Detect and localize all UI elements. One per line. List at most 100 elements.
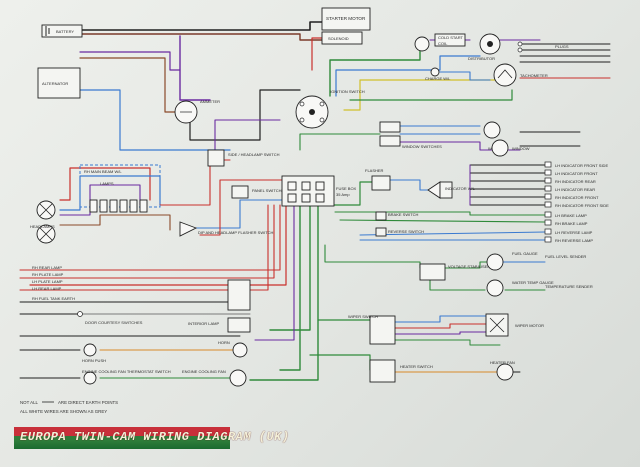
fuse-rating-label: 35 Amp bbox=[336, 192, 350, 197]
brake-switch-label: BRAKE SWITCH bbox=[388, 212, 419, 217]
cooling-fan-label: ENGINE COOLING FAN bbox=[182, 369, 226, 374]
water-temp-gauge: WATER TEMP GAUGE TEMPERATURE SENDER bbox=[486, 279, 593, 297]
horn-push: HORN PUSH bbox=[82, 343, 106, 363]
lamps-label: LAMPS bbox=[100, 181, 114, 186]
fuel-gauge: FUEL GAUGE FUEL LEVEL SENDER bbox=[486, 251, 586, 271]
cold-start-label: COLD START bbox=[438, 35, 464, 40]
voltage-stabiliser: VOLTAGE STABILISER bbox=[419, 263, 490, 281]
ignition-switch-label: IGNITION SWITCH bbox=[330, 89, 365, 94]
fuel-level-sender-label: FUEL LEVEL SENDER bbox=[545, 254, 586, 259]
fuel-tank-earth-label: RH FUEL TANK EARTH bbox=[32, 296, 75, 301]
charge-wl-label: CHARGE W/L bbox=[425, 76, 451, 81]
dip-flasher-label: DIP AND HEADLAMP FLASHER SWITCH bbox=[198, 230, 274, 235]
diagram-title: EUROPA TWIN-CAM WIRING DIAGRAM (UK) bbox=[20, 430, 290, 444]
window-r-label: WINDOW bbox=[512, 146, 530, 151]
fuel-gauge-label: FUEL GAUGE bbox=[512, 251, 538, 256]
solenoid: SOLENOID bbox=[321, 31, 363, 45]
interior-lamp-label: INTERIOR LAMP bbox=[188, 321, 219, 326]
panel-switch: PANEL SWITCH bbox=[231, 185, 282, 199]
tachometer-label: TACHOMETER bbox=[520, 73, 548, 78]
fan-thermostat-switch: ENGINE COOLING FAN THERMOSTAT SWITCH bbox=[82, 369, 171, 385]
right-label-6: LH BRAKE LAMP bbox=[555, 213, 587, 218]
right-lamp-terminals bbox=[544, 161, 552, 243]
horn-label: HORN bbox=[218, 340, 230, 345]
right-label-7: RH BRAKE LAMP bbox=[555, 221, 588, 226]
right-label-4: RH INDICATOR FRONT bbox=[555, 195, 599, 200]
right-label-0: LH INDICATOR FRONT SIDE bbox=[555, 163, 608, 168]
water-temp-label: WATER TEMP GAUGE bbox=[512, 280, 554, 285]
ignition-switch: IGNITION SWITCH bbox=[295, 89, 365, 129]
left-lamp-labels: RH REAR LAMP RH PLATE LAMP LH PLATE LAMP… bbox=[32, 265, 75, 301]
horn-push-label: HORN PUSH bbox=[82, 358, 106, 363]
fuse-box: FUSE BOX 35 Amp bbox=[281, 175, 357, 207]
legend-white-note: ALL WHITE WIRES ARE SHOWN AS GREY bbox=[20, 409, 107, 414]
plugs-label: PLUGS bbox=[555, 44, 569, 49]
reverse-switch-label: REVERSE SWITCH bbox=[388, 229, 424, 234]
cold-start-coil: COLD START COIL bbox=[414, 33, 466, 52]
ammeter-label: AMMETER bbox=[200, 99, 220, 104]
door-courtesy-label: DOOR COURTESY SWITCHES bbox=[85, 320, 143, 325]
right-lamp-labels: LH INDICATOR FRONT SIDE LH INDICATOR FRO… bbox=[544, 161, 609, 243]
wiper-switch-label: WIPER SWITCH bbox=[348, 314, 378, 319]
charge-warning-lamp: CHARGE W/L bbox=[425, 67, 451, 81]
right-label-1: LH INDICATOR FRONT bbox=[555, 171, 598, 176]
side-headlamp-switch: SIDE / HEADLAMP SWITCH bbox=[207, 149, 280, 167]
window-switches: WINDOW SWITCHES bbox=[379, 121, 442, 149]
main-beam-lamp-cluster: RH MAIN BEAM W/L LAMPS bbox=[79, 164, 161, 213]
panel-switch-label: PANEL SWITCH bbox=[252, 188, 282, 193]
distributor-label: DISTRIBUTOR bbox=[468, 56, 495, 61]
starter-motor: STARTER MOTOR bbox=[321, 7, 371, 31]
alternator: ALTERNATOR bbox=[37, 67, 81, 99]
heater-fan-label: HEATER FAN bbox=[490, 360, 515, 365]
interior-lamp: INTERIOR LAMP bbox=[188, 279, 251, 333]
indicator-warning-lamp: INDICATOR W/L bbox=[427, 181, 476, 199]
window-switches-label: WINDOW SWITCHES bbox=[402, 144, 442, 149]
plugs: PLUGS bbox=[517, 41, 569, 53]
legend-earth-a: NOT ALL bbox=[20, 400, 39, 405]
temp-sender-label: TEMPERATURE SENDER bbox=[545, 284, 593, 289]
legend: NOT ALL ARE DIRECT EARTH POINTS ALL WHIT… bbox=[20, 400, 118, 414]
indicator-wl-label: INDICATOR W/L bbox=[445, 186, 476, 191]
main-beam-label: RH MAIN BEAM W/L bbox=[84, 169, 122, 174]
headlamps-label: HEADLAMPS bbox=[30, 224, 55, 229]
alternator-label: ALTERNATOR bbox=[42, 81, 68, 86]
battery: BATTERY bbox=[41, 24, 83, 38]
side-head-switch-label: SIDE / HEADLAMP SWITCH bbox=[228, 152, 280, 157]
right-label-3: LH INDICATOR REAR bbox=[555, 187, 595, 192]
right-label-9: RH REVERSE LAMP bbox=[555, 238, 593, 243]
coil-label: COIL bbox=[438, 41, 448, 46]
legend-earth-b: ARE DIRECT EARTH POINTS bbox=[58, 400, 118, 405]
reverse-switch: REVERSE SWITCH bbox=[375, 227, 424, 237]
solenoid-label: SOLENOID bbox=[328, 36, 349, 41]
left-label-1: RH PLATE LAMP bbox=[32, 272, 64, 277]
wiper-switch: WIPER SWITCH bbox=[348, 314, 396, 345]
left-label-2: LH PLATE LAMP bbox=[32, 279, 63, 284]
tachometer: TACHOMETER bbox=[493, 63, 548, 87]
fuse-lamp-strip bbox=[89, 199, 148, 213]
flasher-label: FLASHER bbox=[365, 168, 384, 173]
horn: HORN bbox=[218, 340, 248, 358]
engine-cooling-fan: ENGINE COOLING FAN bbox=[182, 369, 247, 387]
heater-fan: HEATER FAN bbox=[490, 360, 515, 381]
right-label-2: RH INDICATOR REAR bbox=[555, 179, 596, 184]
starter-motor-label: STARTER MOTOR bbox=[326, 16, 366, 21]
wiper-motor: WIPER MOTOR bbox=[485, 313, 544, 337]
fuse-box-label: FUSE BOX bbox=[336, 186, 357, 191]
dip-flasher-switch: DIP AND HEADLAMP FLASHER SWITCH bbox=[179, 221, 274, 237]
left-label-0: RH REAR LAMP bbox=[32, 265, 62, 270]
fan-thermostat-label: ENGINE COOLING FAN THERMOSTAT SWITCH bbox=[82, 369, 171, 374]
right-label-8: LH REVERSE LAMP bbox=[555, 230, 593, 235]
battery-label: BATTERY bbox=[56, 29, 74, 34]
heater-switch: HEATER SWITCH bbox=[369, 359, 433, 383]
brake-switch: BRAKE SWITCH bbox=[375, 211, 419, 221]
ammeter: AMMETER bbox=[174, 99, 220, 124]
title-banner bbox=[14, 427, 230, 449]
right-label-5: RH INDICATOR FRONT SIDE bbox=[555, 203, 609, 208]
headlamps: HEADLAMPS bbox=[30, 200, 56, 244]
voltage-stab-label: VOLTAGE STABILISER bbox=[448, 264, 490, 269]
distributor: DISTRIBUTOR bbox=[468, 33, 501, 61]
heater-switch-label: HEATER SWITCH bbox=[400, 364, 433, 369]
flasher-unit: FLASHER bbox=[365, 168, 391, 191]
